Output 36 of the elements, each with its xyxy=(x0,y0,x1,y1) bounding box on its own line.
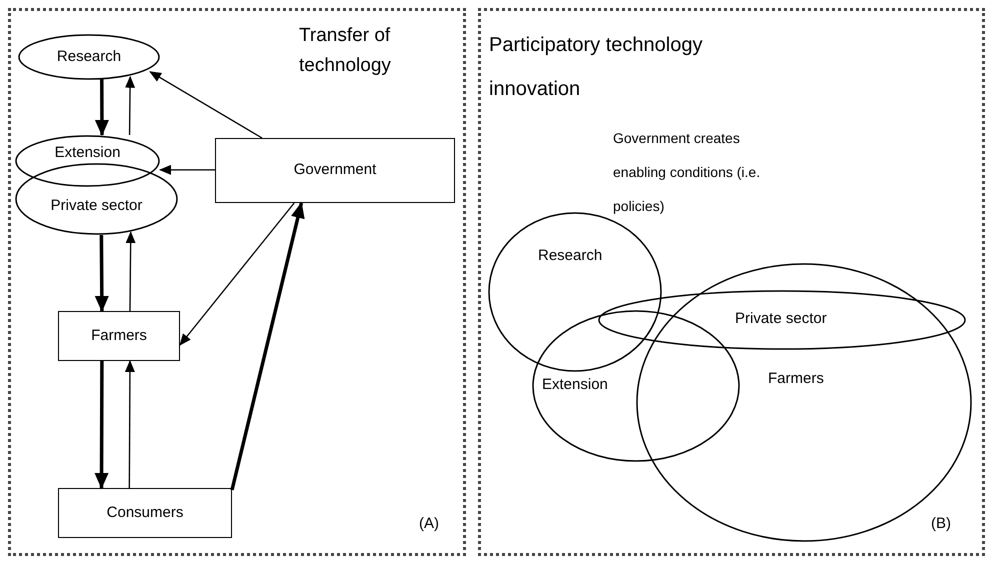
dotted-panel xyxy=(478,8,985,556)
node-label: Private sector xyxy=(50,196,144,216)
arrow xyxy=(94,361,109,489)
ellipse-node xyxy=(598,290,966,350)
panel-text: (B) xyxy=(931,514,952,534)
dotted-panel xyxy=(8,8,466,556)
node-label: Government xyxy=(294,160,376,180)
arrow xyxy=(94,234,109,312)
node-label: Private sector xyxy=(735,309,828,329)
node-label: Farmers xyxy=(768,369,825,389)
arrow xyxy=(230,202,305,490)
panel-text: (A) xyxy=(419,514,440,534)
arrow xyxy=(124,360,135,488)
ellipse-node xyxy=(15,163,178,235)
arrow xyxy=(179,202,295,346)
ellipse-node xyxy=(15,135,160,187)
process-box xyxy=(58,311,180,361)
ellipse-node xyxy=(488,212,662,372)
process-box xyxy=(58,488,232,538)
node-label: Consumers xyxy=(106,502,184,523)
process-box xyxy=(215,138,455,203)
arrow xyxy=(159,164,215,175)
node-label: Extension xyxy=(54,143,122,163)
node-label: Research xyxy=(538,246,604,266)
ellipse-node xyxy=(636,263,972,542)
panel-title: Participatory technology innovation xyxy=(489,33,704,102)
panel-title: Transfer of technology xyxy=(299,24,392,78)
arrow xyxy=(125,76,136,135)
node-label: Farmers xyxy=(91,326,147,346)
arrow xyxy=(126,231,136,311)
arrow xyxy=(94,79,109,136)
node-label: Extension xyxy=(542,375,609,395)
node-label: Research xyxy=(56,46,122,67)
ellipse-node xyxy=(18,34,160,80)
panel-text: Government creates enabling conditions (i.e. policies) xyxy=(613,129,762,216)
arrow xyxy=(149,71,262,139)
